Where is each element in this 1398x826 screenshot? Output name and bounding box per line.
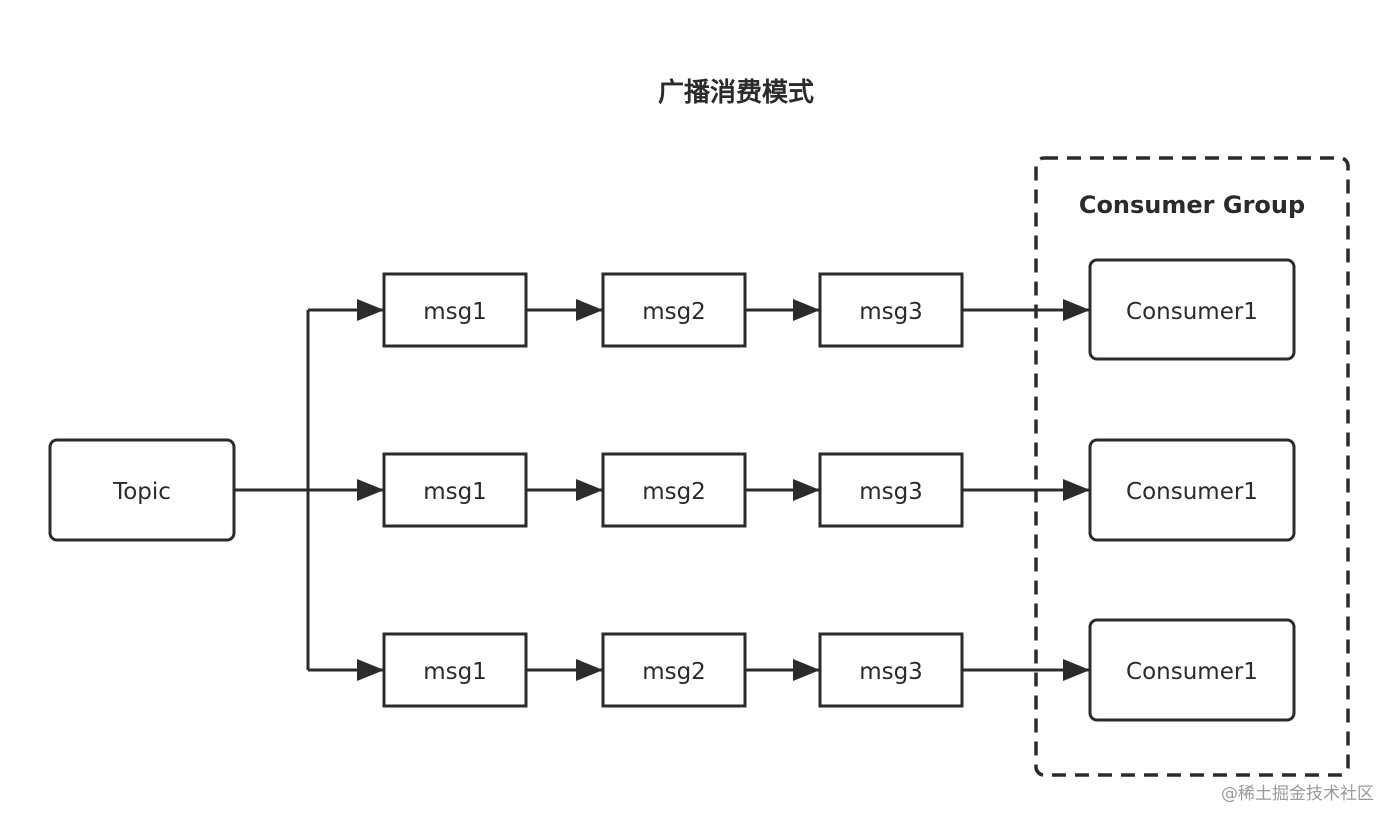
- arrowhead-icon: [793, 479, 820, 501]
- arrowhead-icon: [357, 299, 384, 321]
- row-2: msg1 msg2 msg3 Consumer1: [382, 438, 1296, 542]
- message-label: msg3: [859, 479, 923, 505]
- message-label: msg2: [642, 659, 706, 685]
- consumer-box: [1088, 438, 1296, 542]
- message-label: msg1: [423, 479, 487, 505]
- message-label: msg2: [642, 299, 706, 325]
- message-label: msg3: [859, 299, 923, 325]
- topic-label: Topic: [112, 479, 171, 505]
- arrowhead-icon: [576, 299, 603, 321]
- row-1: msg1 msg2 msg3 Consumer1: [382, 258, 1296, 361]
- message-box: [818, 272, 964, 348]
- arrowhead-icon: [357, 659, 384, 681]
- message-label: msg1: [423, 659, 487, 685]
- consumer-label: Consumer1: [1126, 299, 1258, 325]
- arrowhead-icon: [793, 659, 820, 681]
- message-box: [818, 452, 964, 528]
- arrowhead-icon: [1063, 659, 1090, 681]
- arrowhead-icon: [793, 299, 820, 321]
- consumer-group-label: Consumer Group: [1079, 191, 1305, 219]
- consumer-box: [1088, 618, 1296, 722]
- connectors: [235, 299, 1090, 681]
- message-box: [382, 452, 528, 528]
- watermark: @稀土掘金技术社区: [1221, 784, 1374, 804]
- consumer-group-container: [1034, 156, 1350, 777]
- message-label: msg2: [642, 479, 706, 505]
- message-box: [601, 632, 747, 708]
- consumer-label: Consumer1: [1126, 479, 1258, 505]
- arrowhead-icon: [1063, 479, 1090, 501]
- message-label: msg1: [423, 299, 487, 325]
- message-box: [382, 632, 528, 708]
- message-label: msg3: [859, 659, 923, 685]
- message-box: [601, 272, 747, 348]
- arrowhead-icon: [1063, 299, 1090, 321]
- topic-node: Topic: [48, 438, 236, 542]
- message-box: [601, 452, 747, 528]
- topic-box: [48, 438, 236, 542]
- consumer-label: Consumer1: [1126, 659, 1258, 685]
- row-3: msg1 msg2 msg3 Consumer1: [382, 618, 1296, 722]
- arrowhead-icon: [357, 479, 384, 501]
- diagram-title: 广播消费模式: [658, 78, 814, 108]
- message-box: [818, 632, 964, 708]
- consumer-box: [1088, 258, 1296, 361]
- arrowhead-icon: [576, 479, 603, 501]
- arrowhead-icon: [576, 659, 603, 681]
- message-box: [382, 272, 528, 348]
